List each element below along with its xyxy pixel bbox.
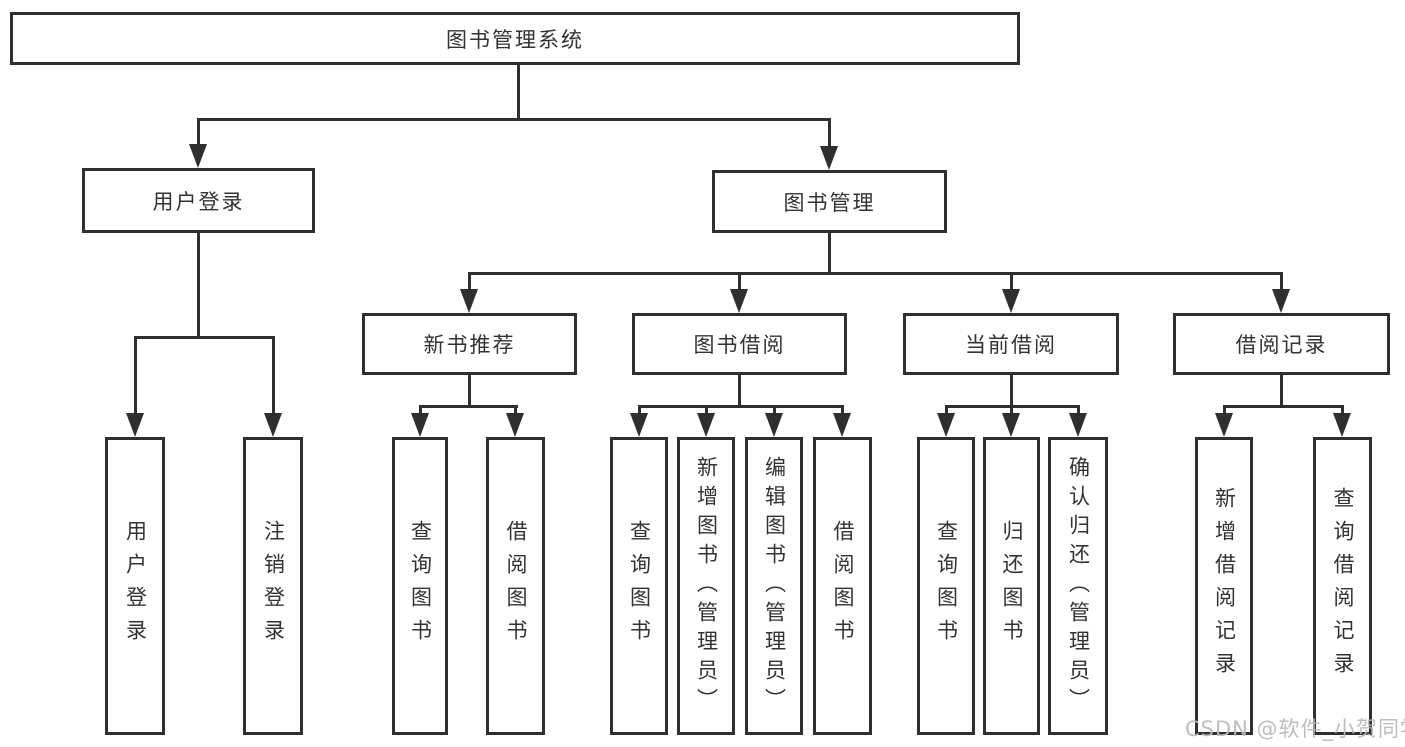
connector-newbook-hline: [419, 405, 518, 408]
connector-current-hline: [945, 405, 1080, 408]
connector-shaft: [1280, 275, 1283, 289]
leaf-query-books-recommend: 查询图书: [392, 437, 448, 735]
leaf-edit-books-admin: 编辑图书（管理员）: [745, 437, 803, 735]
leaf-query-books-borrowing: 查询图书: [610, 437, 668, 735]
arrowhead-down-icon: [460, 289, 478, 313]
connector-shaft: [514, 408, 517, 413]
arrowhead-down-icon: [833, 413, 851, 437]
connector-shaft: [638, 408, 641, 413]
connector-shaft: [841, 408, 844, 413]
connector-shaft: [197, 121, 200, 144]
connector-shaft: [1010, 408, 1013, 413]
connector-userlogin-vline: [197, 233, 200, 336]
arrowhead-down-icon: [126, 413, 144, 437]
node-book-management: 图书管理: [712, 170, 947, 233]
connector-borrowing-hline: [638, 405, 844, 408]
leaf-query-books-current: 查询图书: [917, 437, 975, 735]
node-new-book-recommend: 新书推荐: [362, 313, 577, 375]
arrowhead-down-icon: [1002, 289, 1020, 313]
arrowhead-down-icon: [1272, 289, 1290, 313]
connector-shaft: [1341, 408, 1344, 413]
node-book-borrowing: 图书借阅: [632, 313, 847, 375]
connector-shaft: [272, 339, 275, 413]
arrowhead-down-icon: [1002, 413, 1020, 437]
connector-root-hline: [197, 118, 831, 121]
node-current-borrowing: 当前借阅: [903, 313, 1119, 375]
node-user-login: 用户登录: [82, 168, 315, 233]
connector-newbook-vline: [468, 375, 471, 405]
connector-shaft: [419, 408, 422, 413]
arrowhead-down-icon: [1333, 413, 1351, 437]
arrowhead-down-icon: [697, 413, 715, 437]
node-borrowing-records: 借阅记录: [1173, 313, 1390, 375]
connector-shaft: [1077, 408, 1080, 413]
arrowhead-down-icon: [765, 413, 783, 437]
csdn-watermark: CSDN @软件_小贺同学: [1185, 717, 1405, 741]
arrowhead-down-icon: [189, 144, 207, 168]
connector-shaft: [738, 275, 741, 289]
leaf-add-books-admin: 新增图书（管理员）: [677, 437, 735, 735]
leaf-query-borrow-record: 查询借阅记录: [1313, 437, 1372, 735]
connector-shaft: [468, 275, 471, 289]
arrowhead-down-icon: [630, 413, 648, 437]
leaf-return-books: 归还图书: [983, 437, 1040, 735]
connector-shaft: [945, 408, 948, 413]
leaf-add-borrow-record: 新增借阅记录: [1195, 437, 1253, 735]
arrowhead-down-icon: [730, 289, 748, 313]
leaf-confirm-return-admin: 确认归还（管理员）: [1048, 437, 1108, 735]
connector-shaft: [773, 408, 776, 413]
arrowhead-down-icon: [411, 413, 429, 437]
arrowhead-down-icon: [820, 146, 838, 170]
connector-bookmgmt-hline: [468, 272, 1283, 275]
connector-userlogin-hline: [134, 336, 275, 339]
leaf-logout: 注销登录: [243, 437, 303, 735]
connector-shaft: [134, 339, 137, 413]
arrowhead-down-icon: [937, 413, 955, 437]
leaf-borrow-books-recommend: 借阅图书: [486, 437, 545, 735]
connector-bookmgmt-vline: [828, 233, 831, 272]
arrowhead-down-icon: [1215, 413, 1233, 437]
connector-records-hline: [1223, 405, 1344, 408]
node-library-management-system: 图书管理系统: [10, 12, 1020, 65]
connector-records-vline: [1280, 375, 1283, 405]
leaf-borrow-books-borrowing: 借阅图书: [813, 437, 872, 735]
arrowhead-down-icon: [1069, 413, 1087, 437]
connector-shaft: [705, 408, 708, 413]
connector-shaft: [1010, 275, 1013, 289]
leaf-user-login: 用户登录: [105, 437, 165, 735]
connector-shaft: [1223, 408, 1226, 413]
connector-shaft: [828, 121, 831, 146]
connector-borrowing-vline: [738, 375, 741, 405]
arrowhead-down-icon: [264, 413, 282, 437]
connector-current-vline: [1010, 375, 1013, 405]
connector-root-vline: [517, 65, 520, 118]
arrowhead-down-icon: [506, 413, 524, 437]
